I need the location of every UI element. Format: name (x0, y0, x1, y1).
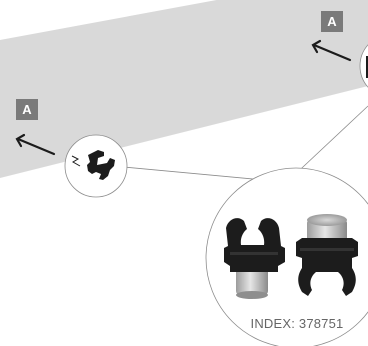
callout-badge-left: A (16, 99, 38, 120)
background-band (0, 0, 368, 178)
index-label: INDEX: 378751 (250, 316, 344, 331)
clip-part-open-jaws (224, 218, 285, 299)
arrow-up-left-icon (15, 133, 56, 156)
clip-part-small (87, 150, 115, 180)
clip-part-metal-cap (296, 214, 358, 296)
callout-badge-top: A (321, 11, 343, 32)
arrow-up-left-icon (311, 39, 352, 62)
snap-spark-icon (71, 155, 81, 167)
detail-circle (205, 167, 368, 346)
